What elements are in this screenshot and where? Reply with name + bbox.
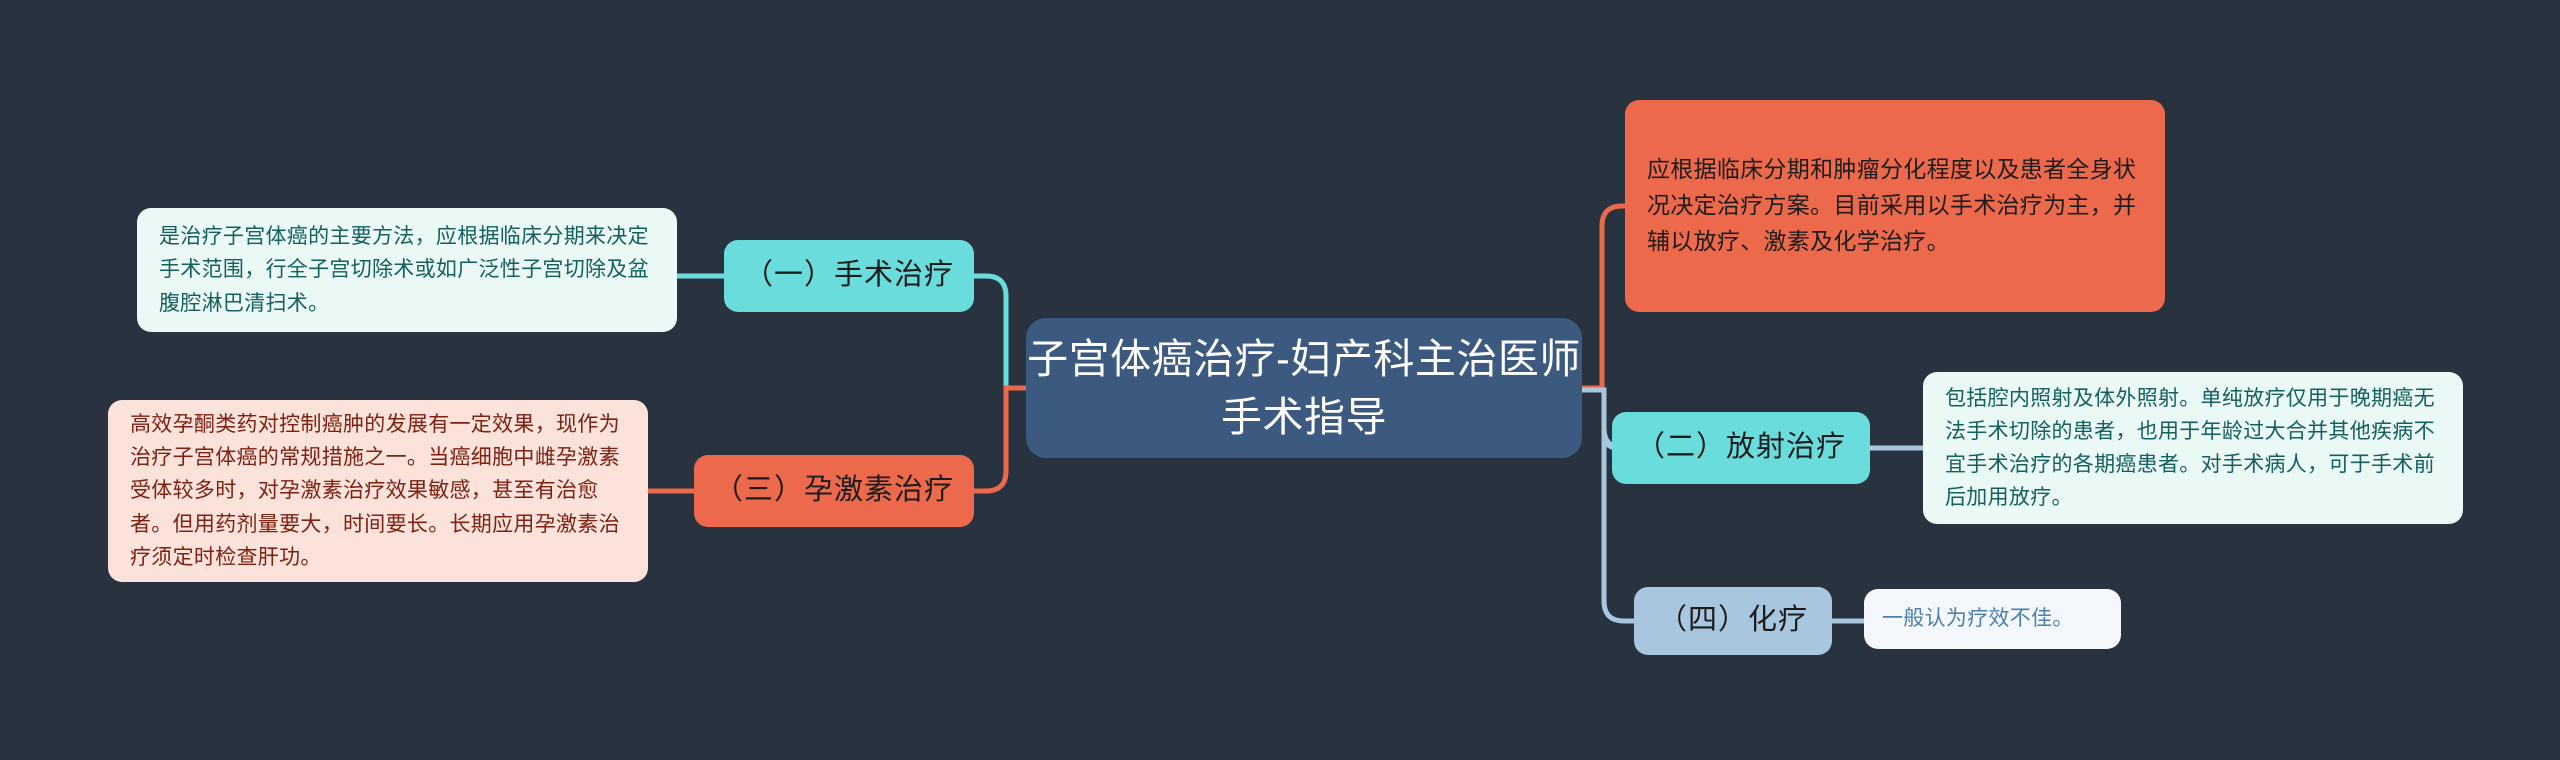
connector-root-to-overview	[1582, 203, 1625, 391]
note-surgery-text: 是治疗子宫体癌的主要方法，应根据临床分期来决定手术范围，行全子宫切除术或如广泛性…	[159, 225, 649, 315]
root-node-label: 子宫体癌治疗-妇产科主治医师手术指导	[1027, 335, 1581, 440]
branch-node-progesterone-label: （三）孕激素治疗	[713, 474, 954, 507]
note-progesterone-text: 高效孕酮类药对控制癌肿的发展有一定效果，现作为治疗子宫体癌的常规措施之一。当癌细…	[130, 413, 620, 569]
branch-node-surgery[interactable]: （一）手术治疗	[724, 240, 974, 312]
branch-node-chemo[interactable]: （四）化疗	[1634, 587, 1832, 655]
branch-node-chemo-label: （四）化疗	[1657, 604, 1808, 637]
branch-node-progesterone[interactable]: （三）孕激素治疗	[694, 455, 974, 527]
note-chemo[interactable]: 一般认为疗效不佳。	[1864, 589, 2121, 649]
note-radiation-text: 包括腔内照射及体外照射。单纯放疗仅用于晚期癌无法手术切除的患者，也用于年龄过大合…	[1945, 386, 2435, 510]
note-progesterone[interactable]: 高效孕酮类药对控制癌肿的发展有一定效果，现作为治疗子宫体癌的常规措施之一。当癌细…	[108, 400, 648, 582]
note-overview[interactable]: 应根据临床分期和肿瘤分化程度以及患者全身状况决定治疗方案。目前采用以手术治疗为主…	[1625, 100, 2165, 312]
branch-node-surgery-label: （一）手术治疗	[743, 259, 954, 292]
note-chemo-text: 一般认为疗效不佳。	[1882, 607, 2074, 631]
note-surgery[interactable]: 是治疗子宫体癌的主要方法，应根据临床分期来决定手术范围，行全子宫切除术或如广泛性…	[137, 208, 677, 332]
note-overview-text: 应根据临床分期和肿瘤分化程度以及患者全身状况决定治疗方案。目前采用以手术治疗为主…	[1647, 156, 2137, 254]
root-node[interactable]: 子宫体癌治疗-妇产科主治医师手术指导	[1026, 318, 1582, 458]
branch-node-radiation-label: （二）放射治疗	[1635, 431, 1846, 464]
connector-root-to-progesterone	[974, 385, 1026, 494]
connector-root-to-surgery	[974, 273, 1026, 391]
note-radiation[interactable]: 包括腔内照射及体外照射。单纯放疗仅用于晚期癌无法手术切除的患者，也用于年龄过大合…	[1923, 372, 2463, 524]
branch-node-radiation[interactable]: （二）放射治疗	[1612, 412, 1870, 484]
